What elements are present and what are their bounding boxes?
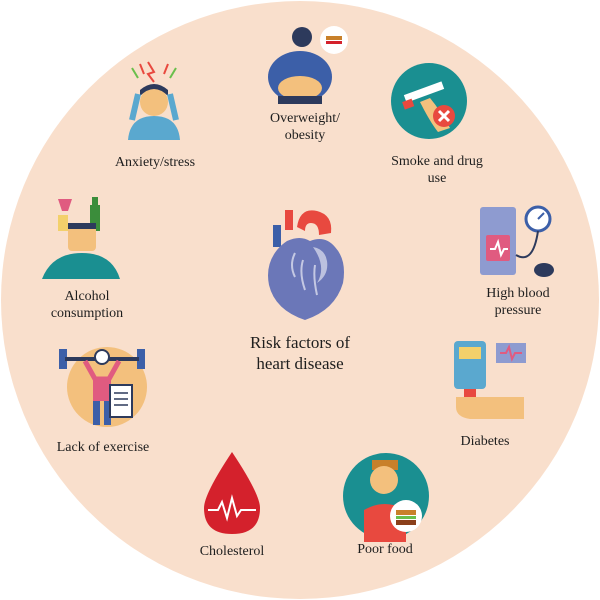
exercise-label: Lack of exercise [56, 440, 150, 455]
stressed-person-icon [128, 61, 180, 140]
no-smoking-icon [391, 63, 467, 139]
smoke-label: Smoke and drug use [391, 154, 483, 186]
overweight-label: Overweight/ obesity [270, 111, 340, 143]
blood-pressure-monitor-icon [480, 205, 554, 277]
cholesterol-label: Cholesterol [199, 544, 265, 559]
blood-drop-icon [204, 452, 260, 534]
heart-icon [268, 210, 344, 320]
obese-person-icon [268, 26, 348, 104]
anxiety-label: Anxiety/stress [114, 155, 196, 170]
junk-food-icon [343, 453, 429, 542]
glucose-meter-icon [454, 341, 526, 419]
blood-pressure-label: High blood pressure [486, 286, 550, 318]
weightlifter-icon [59, 347, 147, 427]
diabetes-label: Diabetes [460, 434, 510, 449]
alcohol-label: Alcohol consumption [50, 289, 124, 321]
poor-food-label: Poor food [357, 542, 413, 557]
center-label: Risk factors of heart disease [249, 333, 351, 373]
alcohol-drinker-icon [42, 197, 120, 279]
